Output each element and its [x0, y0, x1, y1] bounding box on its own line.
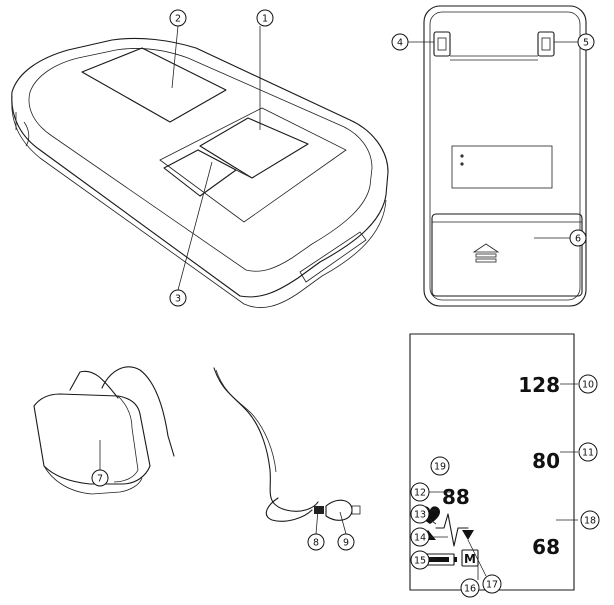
svg-text:15: 15	[414, 556, 426, 567]
svg-text:5: 5	[583, 38, 589, 49]
irregular-heartbeat-icon	[462, 530, 474, 540]
monitor-top-view	[11, 37, 389, 308]
callout-18: 18	[580, 510, 600, 530]
display-window	[81, 47, 227, 123]
callout-7: 7	[91, 469, 109, 487]
svg-text:17: 17	[486, 580, 498, 591]
svg-text:9: 9	[343, 538, 349, 549]
svg-text:19: 19	[434, 462, 446, 473]
svg-text:10: 10	[582, 380, 594, 391]
leader-lines	[99, 25, 578, 580]
callout-13: 13	[410, 504, 430, 524]
svg-text:14: 14	[414, 533, 426, 544]
svg-text:11: 11	[582, 448, 594, 459]
callout-3: 3	[169, 289, 187, 307]
callout-16: 16	[460, 578, 480, 598]
memory-number: 88	[442, 485, 470, 509]
callout-10: 10	[578, 374, 598, 394]
callouts: 1 2 3 4 5 6 7 8 9 10 11 12 13 14 15 16 1…	[91, 9, 600, 598]
svg-text:8: 8	[313, 538, 319, 549]
diastolic-reading: 80	[532, 449, 560, 473]
callout-12: 12	[410, 482, 430, 502]
svg-text:6: 6	[575, 234, 581, 245]
callout-17: 17	[482, 574, 502, 594]
callout-19: 19	[430, 456, 450, 476]
callout-11: 11	[578, 442, 598, 462]
svg-text:16: 16	[464, 584, 476, 595]
start-button	[199, 117, 309, 179]
air-tube	[213, 367, 361, 522]
svg-text:3: 3	[175, 294, 181, 305]
systolic-reading: 128	[518, 373, 560, 397]
svg-text:12: 12	[414, 488, 426, 499]
callout-6: 6	[569, 229, 587, 247]
memory-symbol: M	[464, 552, 476, 566]
callout-1: 1	[256, 9, 274, 27]
callout-2: 2	[169, 9, 187, 27]
svg-text:13: 13	[414, 510, 426, 521]
svg-text:4: 4	[397, 38, 403, 49]
callout-9: 9	[337, 533, 355, 551]
callout-4: 4	[391, 33, 409, 51]
pulse-wave-icon	[435, 513, 469, 547]
callout-14: 14	[410, 527, 430, 547]
memory-box-icon	[461, 549, 479, 567]
svg-text:18: 18	[584, 516, 596, 527]
svg-text:2: 2	[175, 14, 181, 25]
pulse-reading: 68	[532, 535, 560, 559]
callout-15: 15	[410, 550, 430, 570]
svg-text:7: 7	[97, 474, 103, 485]
svg-text:1: 1	[262, 14, 268, 25]
arm-cuff	[33, 366, 175, 495]
monitor-bottom-view	[423, 5, 587, 307]
callout-5: 5	[577, 33, 595, 51]
callout-8: 8	[307, 533, 325, 551]
